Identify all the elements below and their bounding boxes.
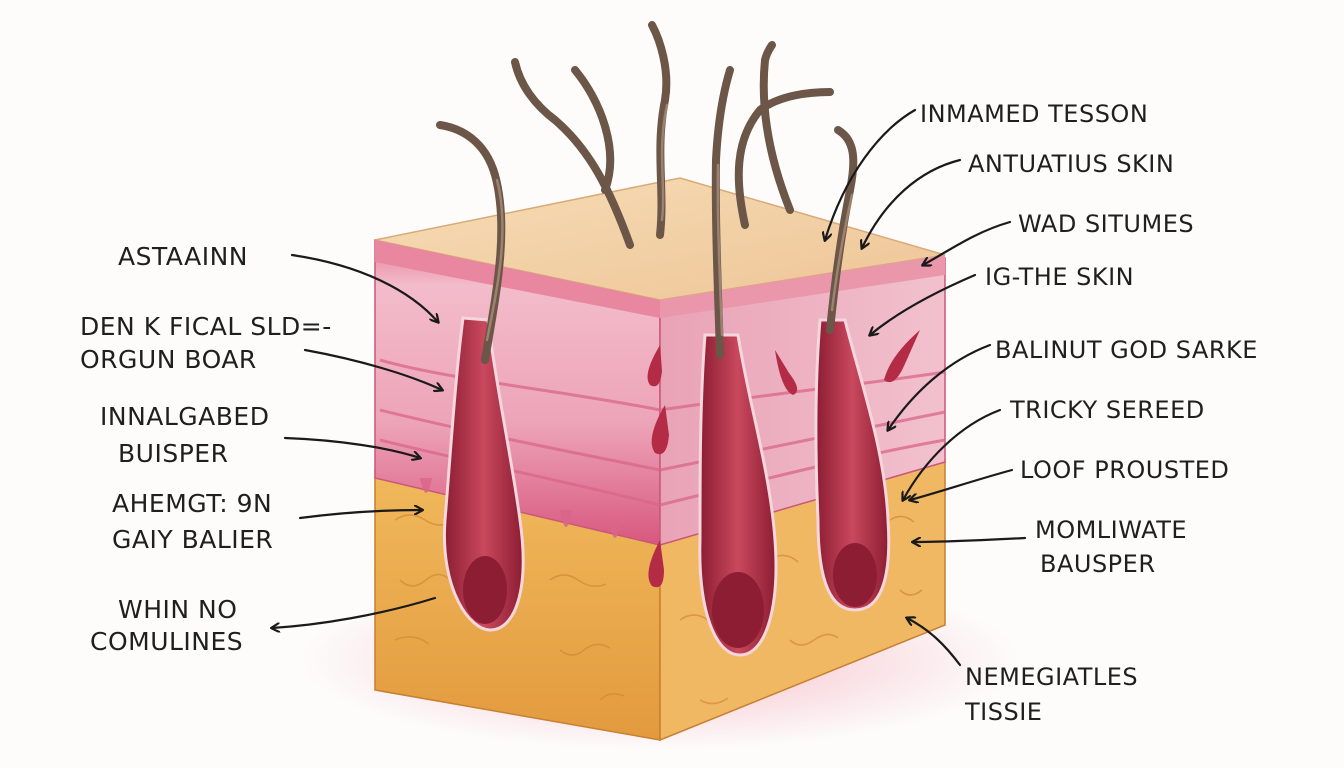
- label-right-6: LOOF PROUSTED: [1020, 456, 1229, 484]
- left-labels: ASTAAINN DEN K FICAL SLD=- ORGUN BOAR IN…: [80, 242, 332, 656]
- arrow-icon: [888, 343, 992, 430]
- arrow-icon: [870, 273, 977, 335]
- epidermis-edge: [375, 240, 660, 318]
- arrow-icon: [910, 468, 1014, 500]
- arrow-icon: [303, 348, 442, 390]
- label-right-1: ANTUATIUS SKIN: [968, 150, 1174, 178]
- follicle-bulb-icon: [698, 333, 778, 657]
- blood-droplet-icon: [647, 330, 920, 588]
- fat-cell-texture: [394, 514, 923, 705]
- label-left-4b: COMULINES: [90, 627, 243, 656]
- label-right-0: INMAMED TESSON: [920, 100, 1148, 128]
- arrow-icon: [903, 408, 1002, 500]
- label-left-0: ASTAAINN: [118, 242, 248, 271]
- label-right-7b: BAUSPER: [1040, 550, 1156, 578]
- arrow-icon: [923, 220, 1012, 265]
- arrow-icon: [825, 108, 917, 240]
- label-left-2: INNALGABED: [100, 402, 269, 431]
- label-left-1: DEN K FICAL SLD=-: [80, 312, 332, 341]
- follicle-bulb-icon: [814, 318, 891, 612]
- label-left-4: WHIN NO: [118, 595, 237, 624]
- right-leader-lines: [825, 108, 1027, 667]
- arrow-icon: [913, 536, 1027, 542]
- arrow-icon: [298, 510, 422, 520]
- label-right-3: IG-THE SKIN: [985, 263, 1134, 291]
- label-right-5: TRICKY SEREED: [1009, 396, 1205, 424]
- label-left-3: AHEMGT: 9N: [112, 489, 272, 518]
- label-left-3b: GAIY BALIER: [112, 525, 273, 554]
- arrow-icon: [290, 253, 438, 322]
- right-labels: INMAMED TESSON ANTUATIUS SKIN WAD SITUME…: [920, 100, 1258, 726]
- label-right-4: BALINUT GOD SARKE: [995, 336, 1258, 364]
- epidermis-edge-right: [660, 255, 945, 318]
- arrow-icon: [272, 596, 437, 628]
- arrow-icon: [283, 436, 420, 458]
- label-left-2b: BUISPER: [118, 439, 228, 468]
- follicle-bulb-icon: [442, 316, 525, 632]
- label-right-7: MOMLIWATE: [1035, 516, 1187, 544]
- label-right-8: NEMEGIATLES: [965, 663, 1138, 691]
- label-left-1b: ORGUN BOAR: [80, 345, 257, 374]
- arrow-icon: [907, 618, 962, 667]
- hair-highlight: [485, 103, 854, 342]
- label-right-8b: TISSIE: [964, 698, 1042, 726]
- label-right-2: WAD SITUMES: [1018, 210, 1194, 238]
- arrow-icon: [862, 158, 962, 248]
- left-leader-lines: [272, 253, 442, 628]
